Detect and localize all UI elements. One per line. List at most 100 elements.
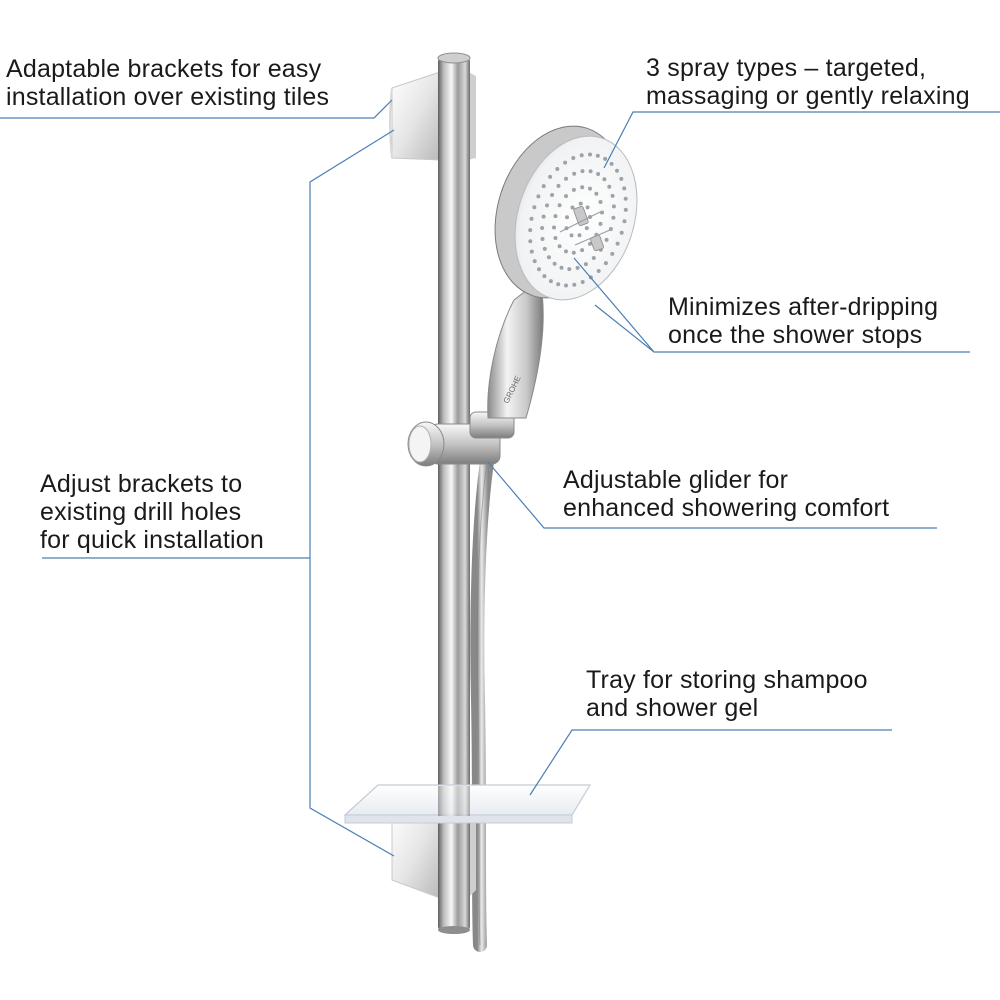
annotation-glider: Adjustable glider for enhanced showering… [563,466,889,522]
nozzle-dot [610,251,615,256]
annotation-brackets-tiles: Adaptable brackets for easy installation… [6,55,329,111]
nozzle-dot [580,248,585,253]
nozzle-dot [583,262,588,267]
nozzle-dot [564,194,568,199]
nozzle-dot [615,241,620,246]
nozzle-dot [577,233,582,238]
nozzle-dot [540,237,545,241]
annotation-line: enhanced showering comfort [563,494,890,522]
nozzle-dot [537,267,541,272]
nozzle-dot [598,200,603,204]
spray-nozzles [528,152,628,288]
annotation-after-dripping: Minimizes after-dripping once the shower… [668,293,938,349]
nozzle-dot [602,177,607,182]
nozzle-dot [556,282,561,287]
nozzle-dot [579,153,584,158]
nozzle-dot [594,191,599,196]
nozzle-dot [571,187,576,192]
nozzle-dot [563,160,568,165]
nozzle-dot [604,237,609,242]
nozzle-dot [610,193,615,198]
nozzle-dot [541,214,546,219]
nozzle-dot [559,265,564,270]
leader-glider [487,461,937,529]
nozzle-dot [591,256,596,260]
nozzle-dot [540,226,545,230]
leader-drill-holes [42,129,395,857]
nozzle-dot [536,194,541,199]
nozzle-dot [588,152,592,157]
nozzle-dot [571,156,576,160]
nozzle-dot [557,244,562,249]
nozzle-dot [546,255,551,260]
nozzle-dot [603,261,608,266]
nozzle-dot [622,219,627,224]
nozzle-dot [553,236,558,240]
nozzle-dot [575,265,580,270]
leader-tray [529,729,892,796]
nozzle-dot [572,282,577,287]
annotation-drill-holes: Adjust brackets to existing drill holes … [40,470,264,554]
annotation-line: installation over existing tiles [6,83,330,111]
nozzle-dot [580,280,585,284]
nozzle-dot [556,183,561,188]
nozzle-dot [529,216,534,221]
annotation-line: Tray for storing shampoo [586,666,868,694]
nozzle-dot [615,168,619,173]
nozzle-dot [532,259,537,264]
nozzle-dot [552,225,556,230]
nozzle-dot [528,228,533,233]
nozzle-dot [611,204,616,209]
nozzle-dot [623,207,628,212]
nozzle-dot [541,184,546,189]
shower-rail [437,52,471,934]
annotation-line: existing drill holes [40,498,242,526]
nozzle-dot [578,201,583,206]
nozzle-dot [588,186,592,191]
annotation-line: massaging or gently relaxing [646,82,970,110]
annotation-line: Adaptable brackets for easy [6,55,322,83]
nozzle-dot [557,203,562,208]
nozzle-dot [619,176,624,181]
nozzle-dot [564,249,568,254]
nozzle-dot [600,210,604,215]
nozzle-dot [603,156,608,161]
annotation-line: and shower gel [586,694,759,722]
annotation-line: Minimizes after-dripping [668,293,939,321]
leader-lines [0,99,1000,857]
nozzle-dot [542,274,547,279]
nozzle-dot [585,205,590,210]
nozzle-dot [567,267,572,272]
nozzle-dot [588,241,592,246]
nozzle-dot [588,169,593,174]
nozzle-dot [569,233,574,238]
hand-shower: GROHE [487,125,638,419]
nozzle-dot [564,283,568,288]
annotation-line: Adjustable glider for [563,466,789,494]
nozzle-dot [553,214,558,219]
nozzle-dot [572,171,577,176]
nozzle-dot [545,203,549,208]
annotation-spray-types: 3 spray types – targeted, massaging or g… [646,54,970,110]
nozzle-dot [570,205,575,210]
leader-spray-types [603,111,1000,169]
leader-after-dripping [573,257,970,353]
annotation-line: for quick installation [40,526,264,554]
nozzle-dot [580,185,585,190]
annotation-line: Adjust brackets to [40,470,243,498]
nozzle-dot [548,279,553,284]
nozzle-dot [623,196,628,201]
nozzle-dot [622,186,627,191]
nozzle-dot [552,261,557,266]
nozzle-dot [619,230,624,235]
nozzle-dot [584,226,589,231]
nozzle-dot [609,161,614,166]
nozzle-dot [596,172,601,176]
nozzle-dot [550,193,555,197]
nozzle-dot [565,215,569,220]
nozzle-dot [528,239,533,244]
nozzle-dot [571,250,576,255]
nozzle-dot [532,205,537,210]
nozzle-dot [596,269,601,273]
